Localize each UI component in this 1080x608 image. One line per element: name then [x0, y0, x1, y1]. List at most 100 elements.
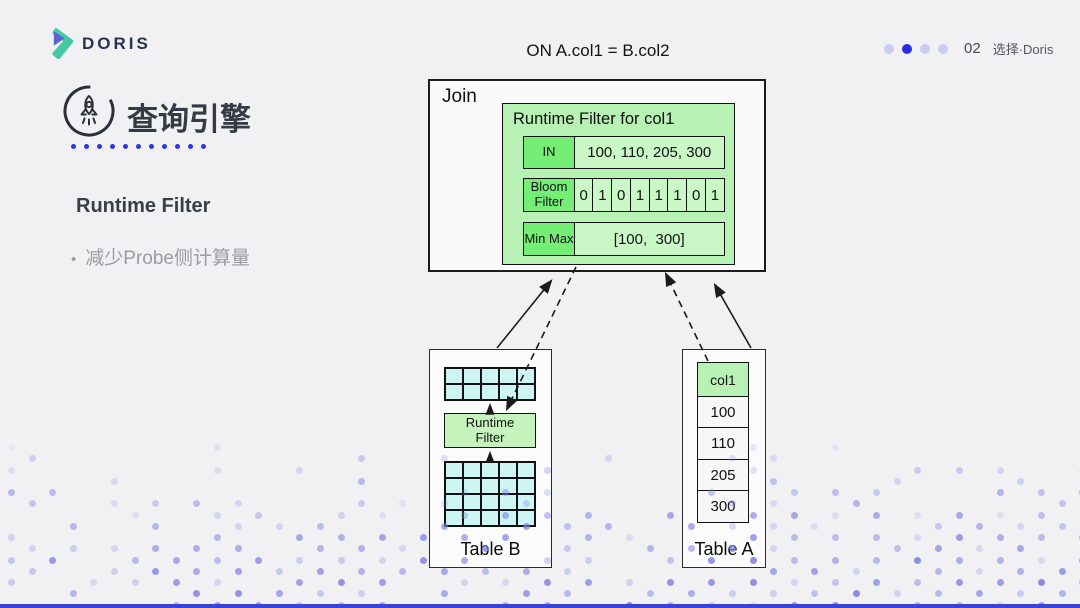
grid-cell	[518, 463, 534, 477]
decor-dot	[770, 477, 778, 485]
decor-dot	[996, 511, 1004, 519]
decor-dot	[317, 545, 324, 553]
underline-dot	[97, 144, 102, 149]
decor-dot	[317, 522, 324, 530]
decor-dot	[214, 511, 221, 519]
decor-dot	[687, 590, 695, 598]
decor-dot	[49, 489, 57, 496]
decor-dot	[543, 579, 551, 586]
decor-dot	[214, 466, 221, 474]
underline-dot	[110, 144, 115, 149]
decor-dot	[811, 590, 819, 598]
decor-dot	[770, 455, 778, 463]
decor-dot	[234, 567, 242, 575]
grid-cell	[518, 385, 534, 399]
grid-cell	[464, 369, 480, 383]
decor-dot	[914, 511, 922, 519]
decor-dot	[873, 511, 881, 519]
decor-dot	[234, 500, 242, 508]
table-b-bottom-grid	[444, 461, 536, 527]
bloom-bit: 0	[686, 178, 707, 212]
decor-dot	[214, 579, 221, 586]
pager-dot	[920, 43, 930, 54]
decor-dot	[976, 567, 984, 575]
decor-dot	[275, 590, 283, 598]
grid-cell	[482, 479, 498, 493]
decor-dot	[8, 489, 15, 496]
dotted-underline	[71, 144, 206, 149]
table-b-box: Runtime Filter Table B	[429, 349, 552, 568]
decor-dot	[152, 500, 160, 508]
decor-dot	[790, 556, 798, 564]
decor-dot	[69, 522, 77, 530]
runtime-filter-row-value: 100, 110, 205, 300	[573, 136, 725, 169]
decor-dot	[811, 567, 819, 575]
doris-logo-icon	[52, 28, 73, 60]
decor-dot	[317, 590, 324, 598]
decor-dot	[111, 477, 118, 485]
grid-cell	[446, 511, 462, 525]
grid-cell	[446, 495, 462, 509]
decor-dot	[832, 489, 839, 496]
decor-dot	[296, 466, 304, 474]
decor-dot	[399, 567, 407, 575]
table-a-column-header: col1	[697, 362, 749, 397]
bullet-item: • 减少Probe侧计算量	[71, 243, 250, 270]
arrow-col1-to-join	[664, 271, 709, 362]
doris-logo: DORIS	[50, 27, 151, 60]
decor-dot	[893, 477, 901, 485]
decor-dot	[420, 534, 427, 541]
decor-dot	[337, 534, 345, 541]
runtime-filter-row-label: Bloom Filter	[523, 178, 575, 212]
decor-dot	[234, 590, 242, 598]
join-label: Join	[442, 86, 477, 107]
decor-dot	[646, 545, 654, 553]
decor-dot	[337, 556, 345, 564]
decor-dot	[523, 590, 530, 598]
grid-cell	[446, 463, 462, 477]
decor-dot	[358, 567, 366, 575]
decor-dot	[317, 567, 324, 575]
bloom-bit: 1	[667, 178, 688, 212]
decor-dot	[605, 455, 613, 463]
grid-cell	[518, 479, 534, 493]
decor-dot	[378, 556, 386, 564]
decor-dot	[584, 534, 592, 541]
grid-cell	[500, 385, 516, 399]
underline-dot	[188, 144, 193, 149]
decor-dot	[996, 489, 1004, 496]
left-heading: Runtime Filter	[76, 195, 211, 217]
decor-dot	[440, 590, 448, 598]
decor-dot	[626, 579, 633, 586]
table-a-cell: 205	[697, 458, 749, 492]
decor-dot	[955, 466, 963, 474]
decor-dot	[502, 579, 510, 586]
bullet-marker: •	[71, 251, 77, 268]
decor-dot	[976, 545, 984, 553]
pager-dot	[884, 43, 894, 54]
decor-dot	[214, 534, 221, 541]
decor-dot	[996, 466, 1004, 474]
decor-dot	[873, 489, 881, 496]
rocket-icon	[62, 84, 116, 138]
decor-dot	[337, 579, 345, 586]
decor-dot	[461, 579, 469, 586]
decor-dot	[729, 590, 736, 598]
decor-dot	[193, 567, 201, 575]
decor-dot	[358, 545, 366, 553]
decor-dot	[770, 590, 778, 598]
decor-dot	[337, 511, 345, 519]
decor-dot	[1058, 590, 1066, 598]
table-b-runtime-filter-label: Runtime Filter	[465, 414, 515, 445]
decor-dot	[1038, 579, 1045, 586]
decor-dot	[770, 567, 778, 575]
grid-cell	[518, 511, 534, 525]
bloom-bit: 1	[648, 178, 669, 212]
table-a-cell: 300	[697, 490, 749, 523]
decor-dot	[111, 567, 118, 575]
brand-name: DORIS	[82, 33, 151, 53]
decor-dot	[481, 567, 489, 575]
decor-dot	[378, 579, 386, 586]
